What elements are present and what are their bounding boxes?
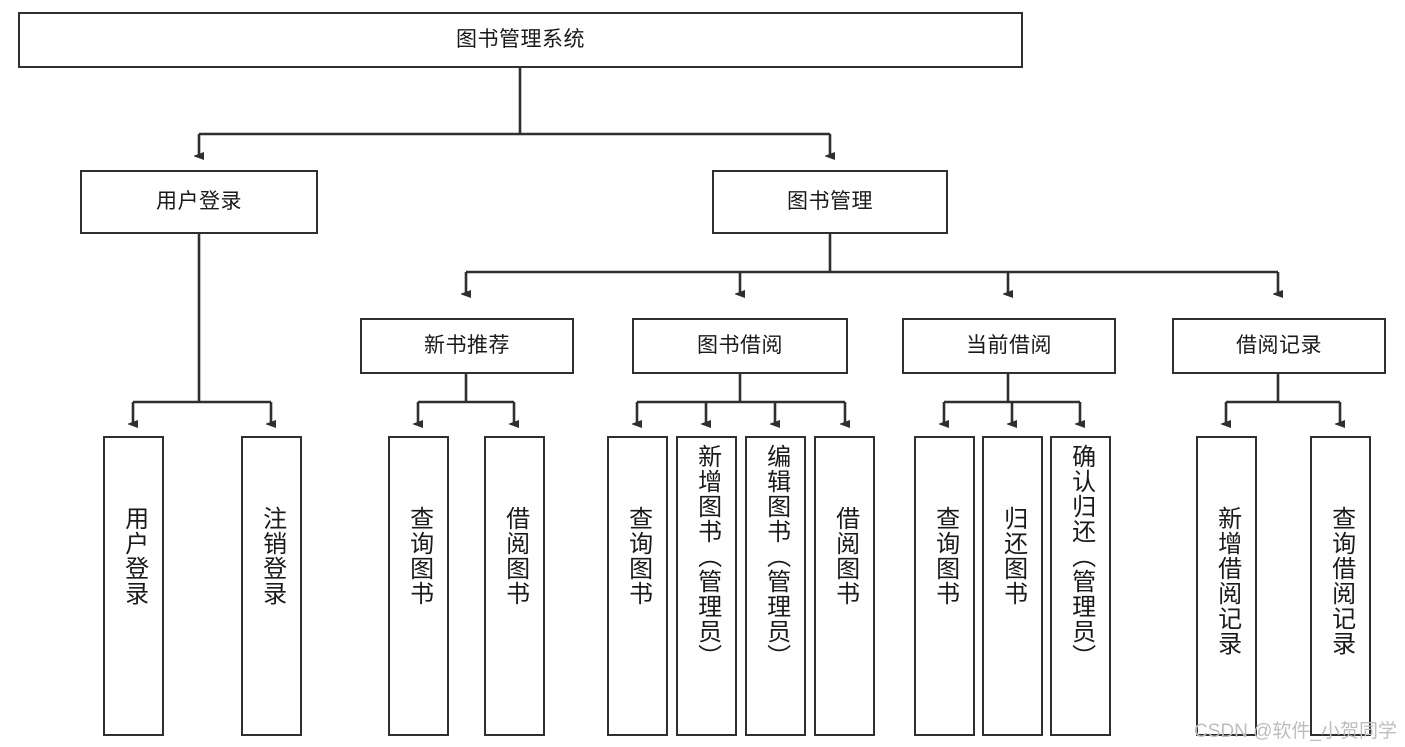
leaf-add-book-admin[interactable]: 新增图书（管理员） bbox=[676, 436, 737, 736]
node-label: 图书借阅 bbox=[697, 334, 783, 358]
leaf-add-borrow-record[interactable]: 新增借阅记录 bbox=[1196, 436, 1257, 736]
node-label: 确认归还（管理员） bbox=[1067, 444, 1095, 669]
node-label: 借阅记录 bbox=[1236, 334, 1322, 358]
watermark: CSDN @软件_小贺同学 bbox=[1194, 721, 1397, 742]
leaf-query-book-current[interactable]: 查询图书 bbox=[914, 436, 975, 736]
node-label: 新书推荐 bbox=[424, 334, 510, 358]
leaf-query-borrow-record[interactable]: 查询借阅记录 bbox=[1310, 436, 1371, 736]
node-root-book-management-system[interactable]: 图书管理系统 bbox=[18, 12, 1023, 68]
node-new-book-recommendation[interactable]: 新书推荐 bbox=[360, 318, 574, 374]
node-book-management[interactable]: 图书管理 bbox=[712, 170, 948, 234]
node-current-borrowing[interactable]: 当前借阅 bbox=[902, 318, 1116, 374]
node-label: 用户登录 bbox=[120, 506, 148, 606]
node-label: 借阅图书 bbox=[831, 506, 859, 606]
node-label: 图书管理系统 bbox=[456, 28, 585, 52]
leaf-query-book-borrow[interactable]: 查询图书 bbox=[607, 436, 668, 736]
node-label: 新增借阅记录 bbox=[1213, 506, 1241, 656]
node-label: 归还图书 bbox=[999, 506, 1027, 606]
node-label: 新增图书（管理员） bbox=[693, 444, 721, 669]
node-label: 查询借阅记录 bbox=[1327, 506, 1355, 656]
node-user-login[interactable]: 用户登录 bbox=[80, 170, 318, 234]
node-label: 查询图书 bbox=[405, 506, 433, 606]
node-label: 借阅图书 bbox=[501, 506, 529, 606]
node-label: 当前借阅 bbox=[966, 334, 1052, 358]
leaf-edit-book-admin[interactable]: 编辑图书（管理员） bbox=[745, 436, 806, 736]
leaf-borrow-book-rec[interactable]: 借阅图书 bbox=[484, 436, 545, 736]
node-book-borrowing[interactable]: 图书借阅 bbox=[632, 318, 848, 374]
node-label: 编辑图书（管理员） bbox=[762, 444, 790, 669]
node-borrow-record[interactable]: 借阅记录 bbox=[1172, 318, 1386, 374]
leaf-user-login[interactable]: 用户登录 bbox=[103, 436, 164, 736]
node-label: 用户登录 bbox=[156, 190, 242, 214]
node-label: 查询图书 bbox=[624, 506, 652, 606]
leaf-return-book[interactable]: 归还图书 bbox=[982, 436, 1043, 736]
node-label: 注销登录 bbox=[258, 506, 286, 606]
leaf-query-book-rec[interactable]: 查询图书 bbox=[388, 436, 449, 736]
leaf-confirm-return-admin[interactable]: 确认归还（管理员） bbox=[1050, 436, 1111, 736]
leaf-borrow-book[interactable]: 借阅图书 bbox=[814, 436, 875, 736]
node-label: 查询图书 bbox=[931, 506, 959, 606]
leaf-logout[interactable]: 注销登录 bbox=[241, 436, 302, 736]
node-label: 图书管理 bbox=[787, 190, 873, 214]
